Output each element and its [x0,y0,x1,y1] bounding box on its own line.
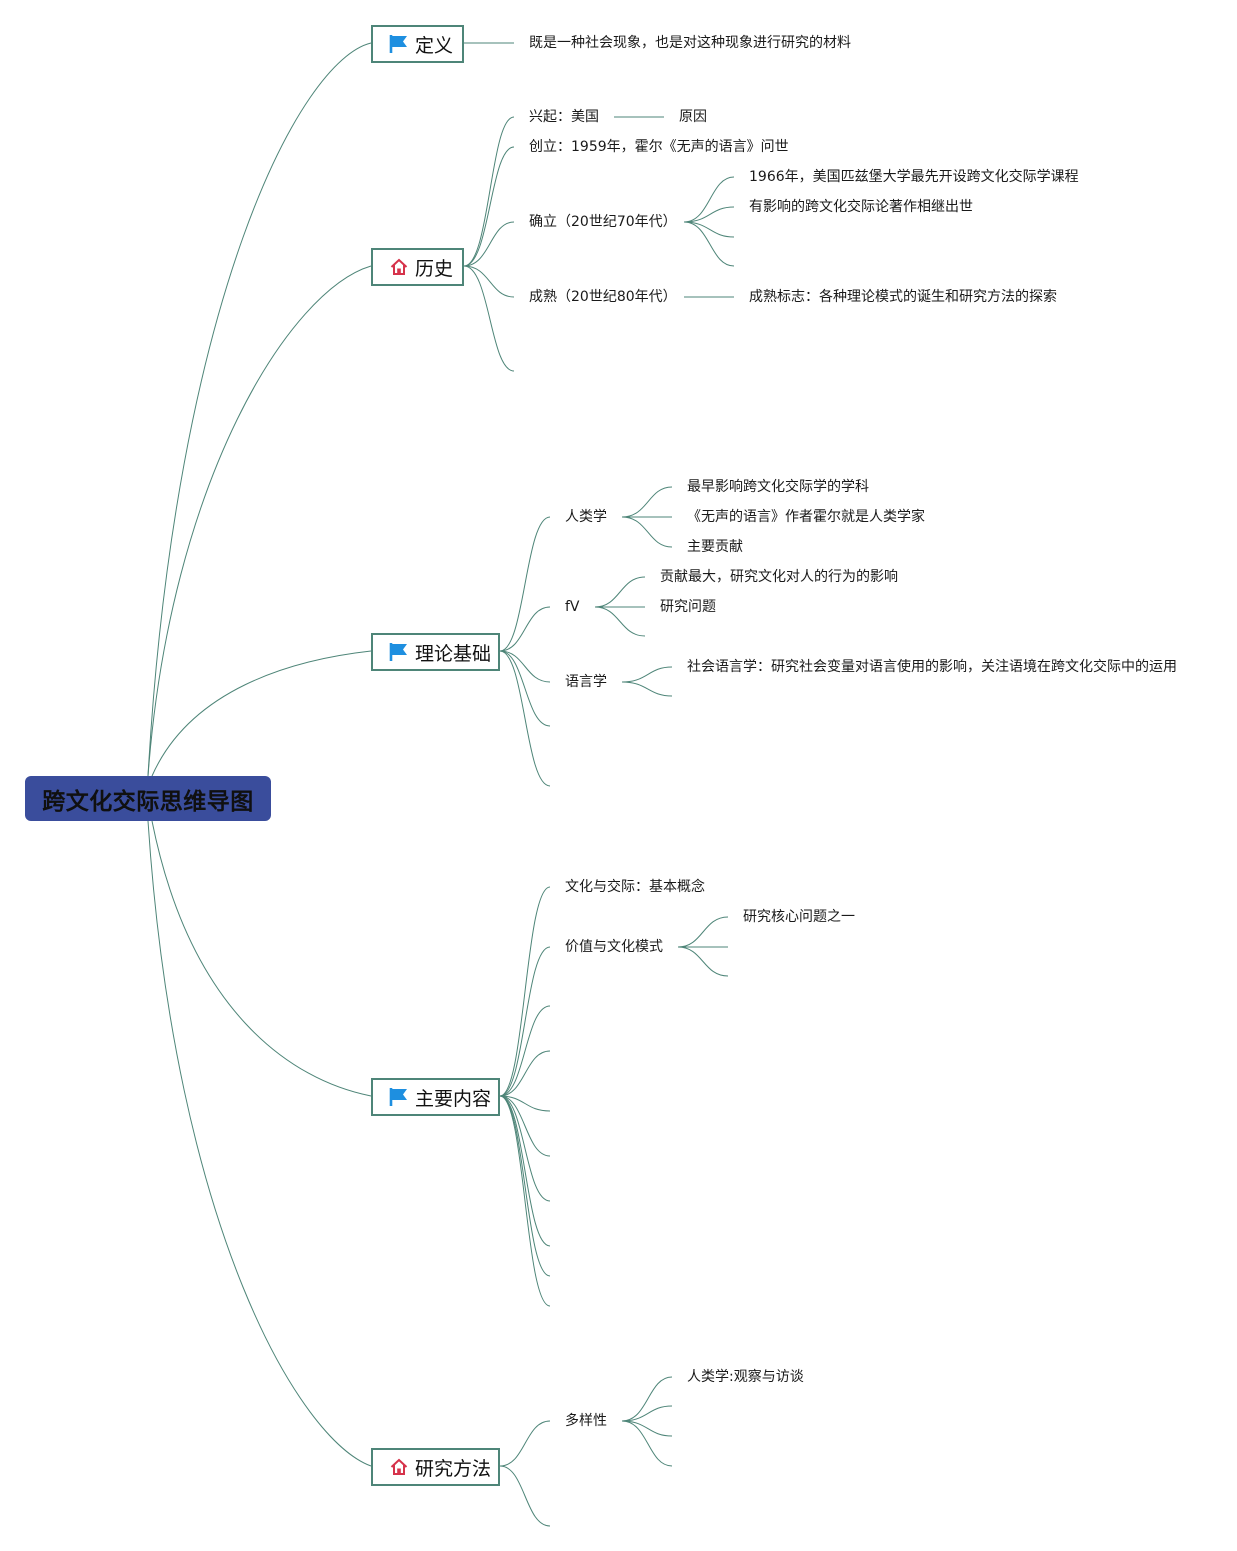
theory-anthropology-item: 最早影响跨文化交际学的学科 [687,479,869,495]
branch-methods[interactable]: 研究方法 [371,1448,500,1486]
flag-icon [389,1087,409,1107]
content-values: 价值与文化模式 [565,939,663,955]
root-topic[interactable]: 跨文化交际思维导图 [25,776,271,821]
flag-icon [389,642,409,662]
theory-fv-item: 研究问题 [660,599,716,615]
branch-label: 主要内容 [415,1087,492,1110]
history-establish-item: 有影响的跨文化交际论著作相继出世 [749,199,973,215]
content-culture: 文化与交际：基本概念 [565,879,705,895]
flag-icon [389,34,409,54]
theory-fv-item: 贡献最大，研究文化对人的行为的影响 [660,569,898,585]
history-rise-reason: 原因 [679,109,707,125]
branch-label: 历史 [415,257,454,280]
home-icon [389,1457,409,1477]
theory-anthropology: 人类学 [565,509,607,525]
definition-text: 既是一种社会现象，也是对这种现象进行研究的材料 [529,35,851,51]
root-title: 跨文化交际思维导图 [42,788,254,815]
branch-history[interactable]: 历史 [371,248,464,286]
theory-fv: fV [565,599,580,615]
history-mature-item: 成熟标志：各种理论模式的诞生和研究方法的探索 [749,289,1057,305]
content-values-item: 研究核心问题之一 [743,909,855,925]
theory-anthropology-item: 《无声的语言》作者霍尔就是人类学家 [687,509,925,525]
branch-label: 研究方法 [415,1457,492,1480]
theory-linguistics-item: 社会语言学：研究社会变量对语言使用的影响，关注语境在跨文化交际中的运用 [687,659,1177,675]
methods-diversity-item: 人类学:观察与访谈 [687,1369,804,1385]
branch-label: 定义 [415,34,454,57]
theory-linguistics: 语言学 [565,674,607,690]
branch-definition[interactable]: 定义 [371,25,464,63]
branch-content[interactable]: 主要内容 [371,1078,500,1116]
history-founding: 创立：1959年，霍尔《无声的语言》问世 [529,139,789,155]
methods-diversity: 多样性 [565,1413,607,1429]
history-establish: 确立（20世纪70年代） [529,214,677,230]
history-mature: 成熟（20世纪80年代） [529,289,677,305]
history-rise: 兴起：美国 [529,109,599,125]
home-icon [389,257,409,277]
branch-label: 理论基础 [415,642,492,665]
branch-theory[interactable]: 理论基础 [371,633,500,671]
theory-anthropology-item: 主要贡献 [687,539,743,555]
history-establish-item: 1966年，美国匹兹堡大学最先开设跨文化交际学课程 [749,169,1079,185]
